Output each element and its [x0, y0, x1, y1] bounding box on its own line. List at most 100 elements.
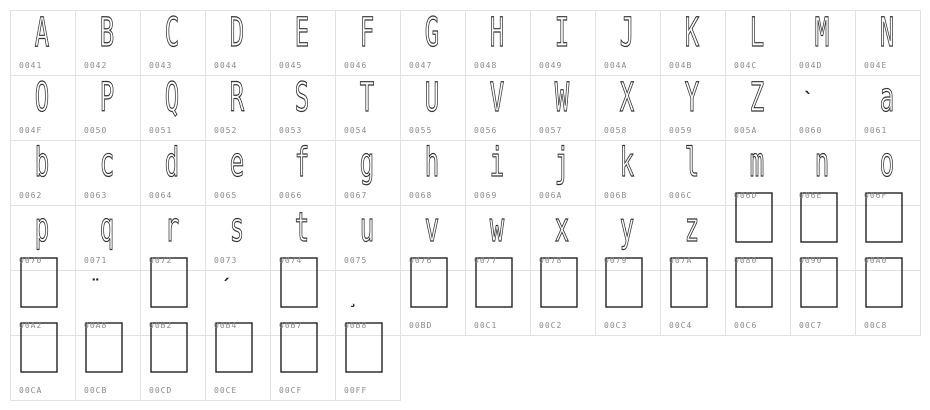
glyph-code-label: 0077 — [474, 256, 498, 265]
glyph-cell[interactable]: 0049 — [530, 10, 596, 76]
glyph-cell[interactable]: 006C — [660, 140, 726, 206]
glyph-code-label: 00A2 — [19, 321, 43, 330]
glyph-cell[interactable]: 0065 — [205, 140, 271, 206]
glyph-cell[interactable]: 00C6 — [725, 270, 791, 336]
glyph-cell[interactable]: 00BD — [400, 270, 466, 336]
glyph-cell[interactable]: 00A8 — [75, 270, 141, 336]
glyph-cell[interactable]: 0054 — [335, 75, 401, 141]
glyph-cell[interactable]: 006F — [855, 140, 921, 206]
glyph-cell[interactable]: 0080 — [725, 205, 791, 271]
glyph-cell[interactable]: 0051 — [140, 75, 206, 141]
glyph-cell[interactable]: 00B7 — [270, 270, 336, 336]
glyph-cell[interactable]: 0042 — [75, 10, 141, 76]
glyph-cell[interactable]: 006E — [790, 140, 856, 206]
glyph-cell[interactable]: 0078 — [530, 205, 596, 271]
glyph-cell[interactable]: 0060 — [790, 75, 856, 141]
glyph-cell[interactable]: 00B8 — [335, 270, 401, 336]
glyph-cell[interactable]: 0047 — [400, 10, 466, 76]
glyph-cell[interactable]: 0046 — [335, 10, 401, 76]
glyph-cell[interactable]: 00CB — [75, 335, 141, 401]
glyph-cell[interactable]: 0079 — [595, 205, 661, 271]
glyph-cell[interactable]: 00C3 — [595, 270, 661, 336]
glyph-code-label: 0079 — [604, 256, 628, 265]
glyph-code-label: 00B7 — [279, 321, 303, 330]
glyph-cell[interactable]: 006D — [725, 140, 791, 206]
glyph-code-label: 006F — [864, 191, 888, 200]
glyph-cell[interactable]: 00A2 — [10, 270, 76, 336]
glyph-cell[interactable]: 0090 — [790, 205, 856, 271]
glyph-cell[interactable]: 0055 — [400, 75, 466, 141]
glyph-cell[interactable]: 0075 — [335, 205, 401, 271]
glyph-cell[interactable]: 0056 — [465, 75, 531, 141]
glyph-cell[interactable]: 00B4 — [205, 270, 271, 336]
glyph-cell[interactable]: 004D — [790, 10, 856, 76]
glyph-code-label: 0053 — [279, 126, 303, 135]
glyph-cell[interactable]: 0066 — [270, 140, 336, 206]
glyph-cell[interactable]: 0073 — [205, 205, 271, 271]
glyph-code-label: 0055 — [409, 126, 433, 135]
glyph-code-label: 005A — [734, 126, 758, 135]
glyph-cell[interactable]: 00CE — [205, 335, 271, 401]
glyph-cell[interactable]: 0063 — [75, 140, 141, 206]
glyph-cell[interactable]: 007A — [660, 205, 726, 271]
glyph-cell[interactable]: 004B — [660, 10, 726, 76]
glyph-cell[interactable]: 0059 — [660, 75, 726, 141]
glyph-cell[interactable]: 0052 — [205, 75, 271, 141]
glyph-cell[interactable]: 006B — [595, 140, 661, 206]
glyph-code-label: 0062 — [19, 191, 43, 200]
glyph-code-label: 0069 — [474, 191, 498, 200]
glyph-cell[interactable]: 0058 — [595, 75, 661, 141]
glyph-cell[interactable]: 0062 — [10, 140, 76, 206]
glyph-cell[interactable]: 0050 — [75, 75, 141, 141]
glyph-cell[interactable]: 004A — [595, 10, 661, 76]
glyph-cell[interactable]: 00CA — [10, 335, 76, 401]
glyph-code-label: 00C4 — [669, 321, 693, 330]
glyph-cell[interactable]: 00B2 — [140, 270, 206, 336]
glyph-code-label: 0071 — [84, 256, 108, 265]
glyph-code-label: 00C2 — [539, 321, 563, 330]
glyph-cell[interactable]: 0057 — [530, 75, 596, 141]
glyph-code-label: 00CF — [279, 386, 303, 395]
glyph-code-label: 0074 — [279, 256, 303, 265]
glyph-cell[interactable]: 0064 — [140, 140, 206, 206]
glyph-cell[interactable]: 0043 — [140, 10, 206, 76]
glyph-cell[interactable]: 0069 — [465, 140, 531, 206]
glyph-cell[interactable]: 0071 — [75, 205, 141, 271]
glyph-cell[interactable]: 00C1 — [465, 270, 531, 336]
glyph-code-label: 006B — [604, 191, 628, 200]
glyph-cell[interactable]: 00A0 — [855, 205, 921, 271]
glyph-cell[interactable]: 006A — [530, 140, 596, 206]
glyph-cell[interactable]: 0074 — [270, 205, 336, 271]
glyph-code-label: 00CA — [19, 386, 43, 395]
glyph-cell[interactable]: 0067 — [335, 140, 401, 206]
glyph-code-label: 00BD — [409, 321, 433, 330]
glyph-cell[interactable]: 0048 — [465, 10, 531, 76]
glyph-code-label: 0056 — [474, 126, 498, 135]
glyph-cell[interactable]: 0077 — [465, 205, 531, 271]
glyph-code-label: 0054 — [344, 126, 368, 135]
glyph-code-label: 0061 — [864, 126, 888, 135]
glyph-cell[interactable]: 004C — [725, 10, 791, 76]
glyph-cell[interactable]: 00FF — [335, 335, 401, 401]
glyph-code-label: 00C3 — [604, 321, 628, 330]
glyph-code-label: 00CB — [84, 386, 108, 395]
glyph-cell[interactable]: 00C7 — [790, 270, 856, 336]
glyph-cell[interactable]: 0070 — [10, 205, 76, 271]
glyph-cell[interactable]: 00C2 — [530, 270, 596, 336]
glyph-cell[interactable]: 0061 — [855, 75, 921, 141]
glyph-cell[interactable]: 00C8 — [855, 270, 921, 336]
glyph-cell[interactable]: 004F — [10, 75, 76, 141]
glyph-cell[interactable]: 0072 — [140, 205, 206, 271]
glyph-cell[interactable]: 0041 — [10, 10, 76, 76]
glyph-cell[interactable]: 0068 — [400, 140, 466, 206]
glyph-code-label: 00A8 — [84, 321, 108, 330]
glyph-cell[interactable]: 0076 — [400, 205, 466, 271]
glyph-cell[interactable]: 0053 — [270, 75, 336, 141]
glyph-cell[interactable]: 00CF — [270, 335, 336, 401]
glyph-cell[interactable]: 00CD — [140, 335, 206, 401]
glyph-cell[interactable]: 005A — [725, 75, 791, 141]
glyph-cell[interactable]: 00C4 — [660, 270, 726, 336]
glyph-cell[interactable]: 004E — [855, 10, 921, 76]
glyph-cell[interactable]: 0045 — [270, 10, 336, 76]
glyph-cell[interactable]: 0044 — [205, 10, 271, 76]
